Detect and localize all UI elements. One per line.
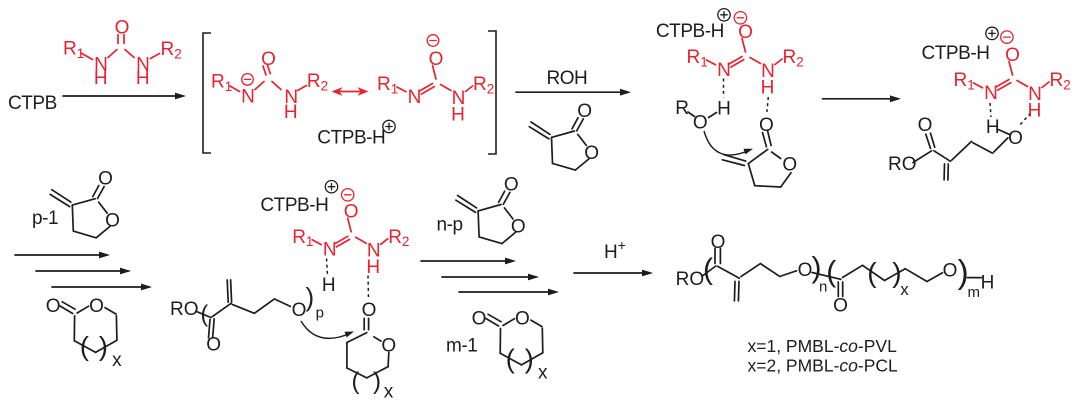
svg-text:p: p: [316, 305, 324, 322]
svg-text:O: O: [738, 22, 753, 43]
svg-text:RO: RO: [676, 269, 705, 290]
svg-text:(: (: [506, 344, 515, 374]
svg-text:p-1: p-1: [32, 208, 58, 229]
svg-text:(: (: [826, 256, 836, 289]
svg-text:N: N: [452, 88, 466, 109]
svg-text:O: O: [344, 202, 359, 223]
svg-text:O: O: [89, 296, 104, 317]
svg-text:O: O: [472, 309, 487, 330]
svg-text:N: N: [241, 87, 255, 108]
svg-text:H: H: [322, 275, 336, 296]
svg-text:O: O: [711, 232, 726, 253]
svg-text:O: O: [918, 115, 933, 136]
svg-text:O: O: [292, 300, 307, 321]
svg-text:O: O: [833, 295, 848, 316]
svg-text:O: O: [943, 260, 958, 281]
svg-text:N: N: [367, 241, 381, 262]
svg-text:): ): [373, 368, 381, 395]
svg-text:O: O: [362, 300, 377, 321]
svg-text:O: O: [46, 296, 61, 317]
svg-text:x: x: [900, 280, 909, 299]
svg-text:H: H: [717, 98, 731, 119]
svg-text:O: O: [511, 216, 526, 237]
svg-text:): ): [99, 331, 108, 361]
svg-text:RO: RO: [170, 299, 199, 320]
svg-text:(: (: [703, 253, 713, 286]
svg-text:H: H: [136, 68, 150, 89]
svg-text:): ): [812, 252, 822, 285]
svg-text:x: x: [112, 350, 122, 371]
svg-text:CTPB-H: CTPB-H: [922, 43, 990, 64]
svg-text:n-p: n-p: [437, 215, 463, 236]
svg-text:m: m: [968, 284, 981, 301]
svg-text:H: H: [94, 68, 108, 89]
svg-text:N: N: [94, 55, 108, 76]
svg-text:N: N: [717, 60, 731, 81]
svg-text:O: O: [584, 143, 599, 164]
svg-text:H: H: [1028, 100, 1042, 121]
svg-text:N: N: [1028, 84, 1042, 105]
svg-text:RO: RO: [888, 154, 917, 175]
svg-text:): ): [958, 253, 969, 290]
svg-text:H: H: [284, 102, 298, 123]
svg-text:O: O: [782, 154, 797, 175]
svg-text:x=1, PMBL-co-PVL: x=1, PMBL-co-PVL: [748, 336, 898, 356]
svg-text:N: N: [284, 87, 298, 108]
svg-text:O: O: [504, 174, 519, 195]
svg-text:O: O: [693, 112, 708, 133]
svg-text:): ): [525, 344, 534, 374]
svg-text:CTPB-H: CTPB-H: [260, 195, 328, 216]
svg-text:H: H: [981, 273, 995, 294]
svg-text:m-1: m-1: [446, 336, 477, 357]
svg-text:ROH: ROH: [547, 68, 588, 89]
svg-text:H: H: [986, 117, 1000, 138]
svg-text:CTPB: CTPB: [8, 93, 57, 114]
svg-text:(: (: [352, 368, 360, 395]
svg-text:O: O: [105, 211, 120, 232]
svg-text:O: O: [1008, 128, 1023, 149]
svg-text:O: O: [1005, 45, 1020, 66]
svg-text:O: O: [429, 49, 444, 70]
svg-text:x: x: [384, 382, 394, 403]
svg-text:O: O: [798, 260, 813, 281]
svg-text:O: O: [261, 49, 276, 70]
svg-text:O: O: [98, 169, 113, 190]
svg-text:(: (: [201, 301, 209, 327]
svg-text:O: O: [515, 309, 530, 330]
svg-text:N: N: [761, 61, 775, 82]
svg-text:CTPB-H: CTPB-H: [317, 128, 385, 149]
svg-text:x=2, PMBL-co-PCL: x=2, PMBL-co-PCL: [748, 356, 899, 376]
svg-text:R: R: [675, 98, 689, 119]
svg-text:x: x: [538, 362, 548, 383]
svg-text:): ): [892, 257, 901, 288]
svg-text:O: O: [577, 101, 592, 122]
svg-text:N: N: [984, 83, 998, 104]
svg-text:n: n: [819, 279, 827, 296]
svg-text:O: O: [115, 18, 130, 39]
svg-text:H: H: [761, 77, 775, 98]
svg-text:H: H: [451, 104, 465, 125]
svg-text:CTPB-H: CTPB-H: [656, 21, 724, 42]
svg-text:(: (: [80, 331, 89, 361]
svg-text:): ): [306, 282, 315, 312]
svg-text:(: (: [867, 257, 877, 288]
svg-text:N: N: [136, 55, 150, 76]
svg-text:N: N: [323, 240, 337, 261]
svg-text:H: H: [366, 257, 380, 278]
svg-text:O: O: [759, 115, 774, 136]
svg-text:O: O: [206, 334, 221, 355]
svg-text:O: O: [381, 335, 396, 356]
svg-text:N: N: [408, 87, 422, 108]
